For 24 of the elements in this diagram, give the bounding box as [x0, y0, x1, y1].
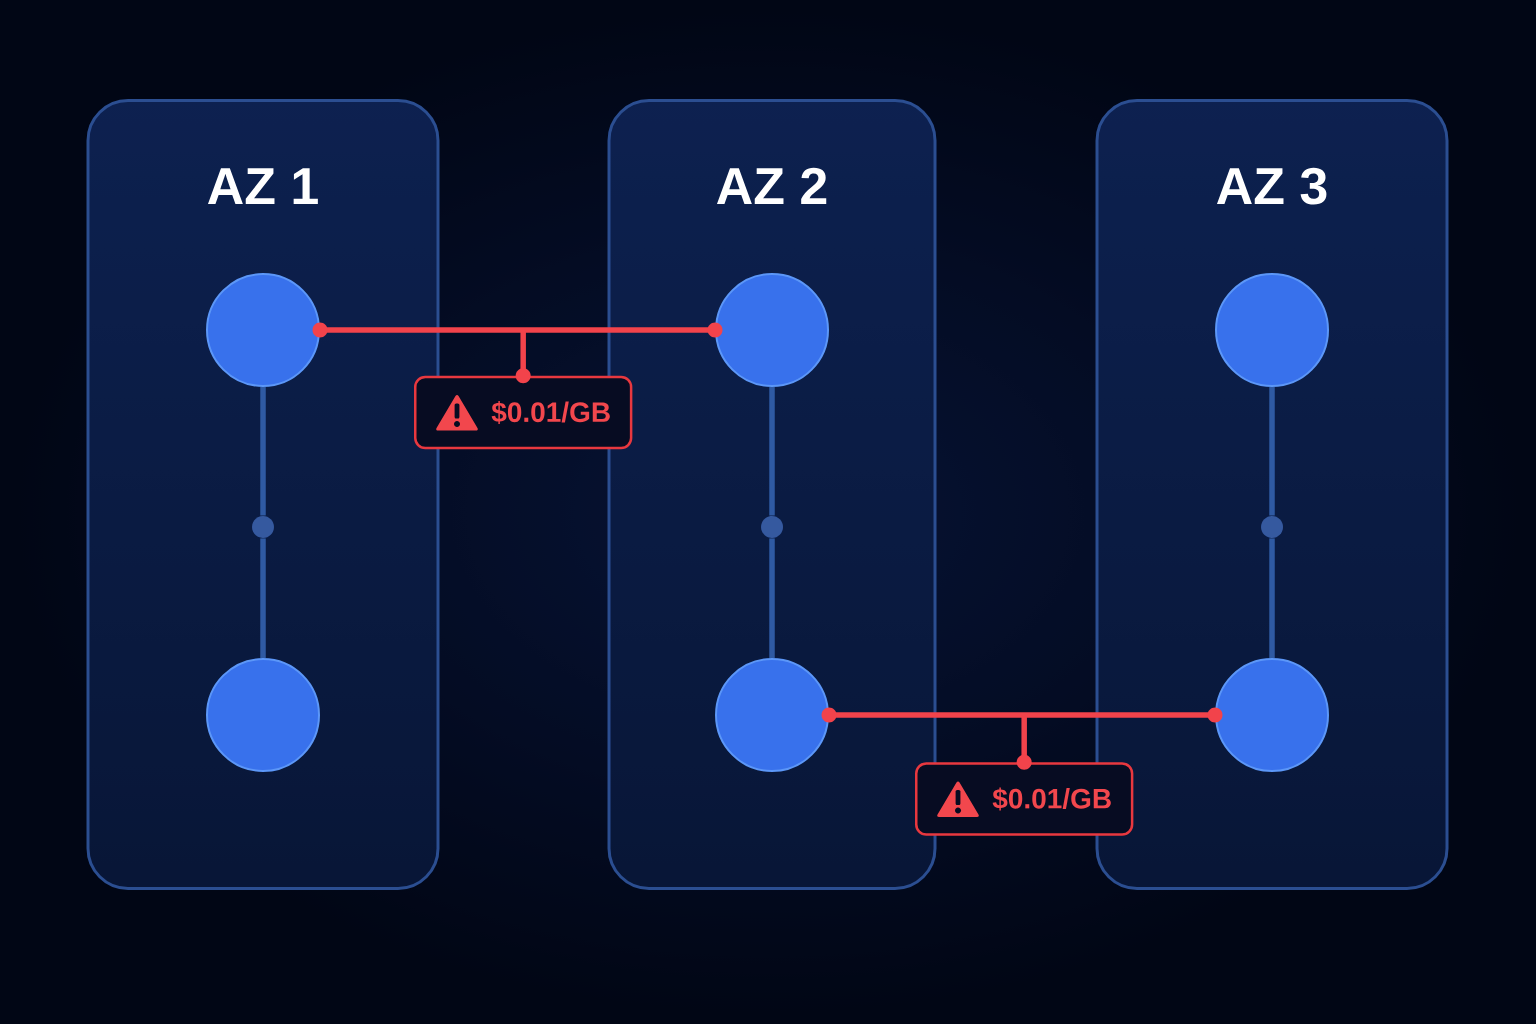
connector-line	[821, 707, 1223, 723]
connector-line	[769, 387, 775, 516]
junction-dot	[1261, 516, 1283, 538]
connector-line	[1269, 538, 1275, 658]
node-circle	[715, 273, 829, 387]
connector-line	[260, 538, 266, 658]
node-circle	[715, 658, 829, 772]
price-tag: $0.01/GB	[414, 375, 633, 450]
zone-title: AZ 2	[716, 167, 827, 204]
connector-line	[312, 322, 723, 338]
zone-title: AZ 3	[1216, 167, 1327, 205]
price-tag: $0.01/GB	[915, 762, 1134, 836]
connector-line	[1269, 387, 1275, 516]
leader-line	[515, 330, 531, 384]
junction-dot	[761, 516, 783, 538]
zone-title: AZ 1	[207, 168, 318, 204]
junction-dot	[252, 516, 274, 538]
node-circle	[1215, 273, 1329, 387]
node-circle	[206, 273, 320, 387]
leader-line	[1016, 715, 1032, 770]
connector-line	[769, 538, 775, 658]
connector-line	[260, 387, 266, 516]
node-circle	[206, 658, 320, 772]
node-circle	[1215, 658, 1329, 772]
